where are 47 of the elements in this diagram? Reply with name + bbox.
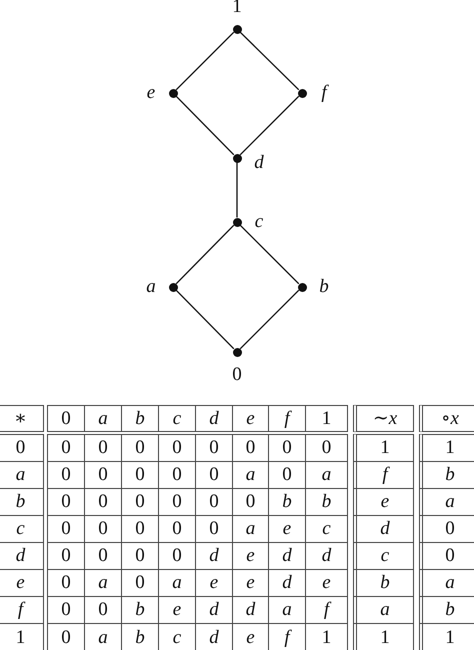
header-cell: c: [158, 405, 196, 432]
table-cell: b: [353, 569, 414, 597]
vertex-dot: [232, 24, 242, 34]
header-cell: 0: [47, 405, 85, 432]
vertex-dot: [168, 282, 178, 292]
edge-line: [176, 224, 234, 284]
vertex-dot: [232, 154, 242, 162]
edge-line: [176, 32, 234, 90]
header-cell: a: [84, 405, 122, 432]
header-cell: b: [121, 405, 159, 432]
table-cell: 0: [0, 434, 44, 462]
vertex-dot: [232, 218, 242, 226]
vertex-label: c: [254, 212, 264, 232]
vertex-label: 0: [231, 365, 243, 385]
edge-line: [236, 162, 238, 218]
vertex-dot: [232, 348, 242, 356]
table-cell: 0: [47, 434, 85, 462]
table-cell: 1: [353, 623, 414, 650]
header-cell: e: [232, 405, 269, 432]
vertex-label: a: [145, 277, 157, 297]
table-cell: 1: [419, 434, 474, 462]
vertex-label: d: [253, 153, 265, 173]
vertex-label: f: [320, 83, 330, 103]
header-cell: ∘x: [419, 405, 474, 432]
header-cell: ∼x: [353, 405, 414, 432]
header-cell: ∗: [0, 405, 44, 432]
table-cell: d: [353, 515, 414, 543]
edge-line: [176, 290, 234, 350]
table-cell: 0: [305, 434, 348, 462]
header-cell: d: [195, 405, 233, 432]
vertex-dot: [298, 282, 306, 292]
table-cell: 1: [353, 434, 414, 462]
header-cell: 1: [305, 405, 348, 432]
vertex-dot: [168, 88, 178, 98]
edge-line: [176, 96, 234, 156]
vertex-label: b: [318, 277, 330, 297]
edge-line: [240, 224, 300, 284]
edge-line: [240, 290, 300, 350]
table-cell: f: [353, 461, 414, 489]
table-cell: c: [353, 542, 414, 570]
edge-line: [240, 96, 300, 156]
vertex-label: e: [146, 83, 156, 103]
vertex-dot: [298, 88, 306, 98]
table-cell: e: [353, 488, 414, 516]
edge-line: [240, 32, 300, 90]
table-cell: a: [353, 596, 414, 624]
header-cell: f: [268, 405, 306, 432]
